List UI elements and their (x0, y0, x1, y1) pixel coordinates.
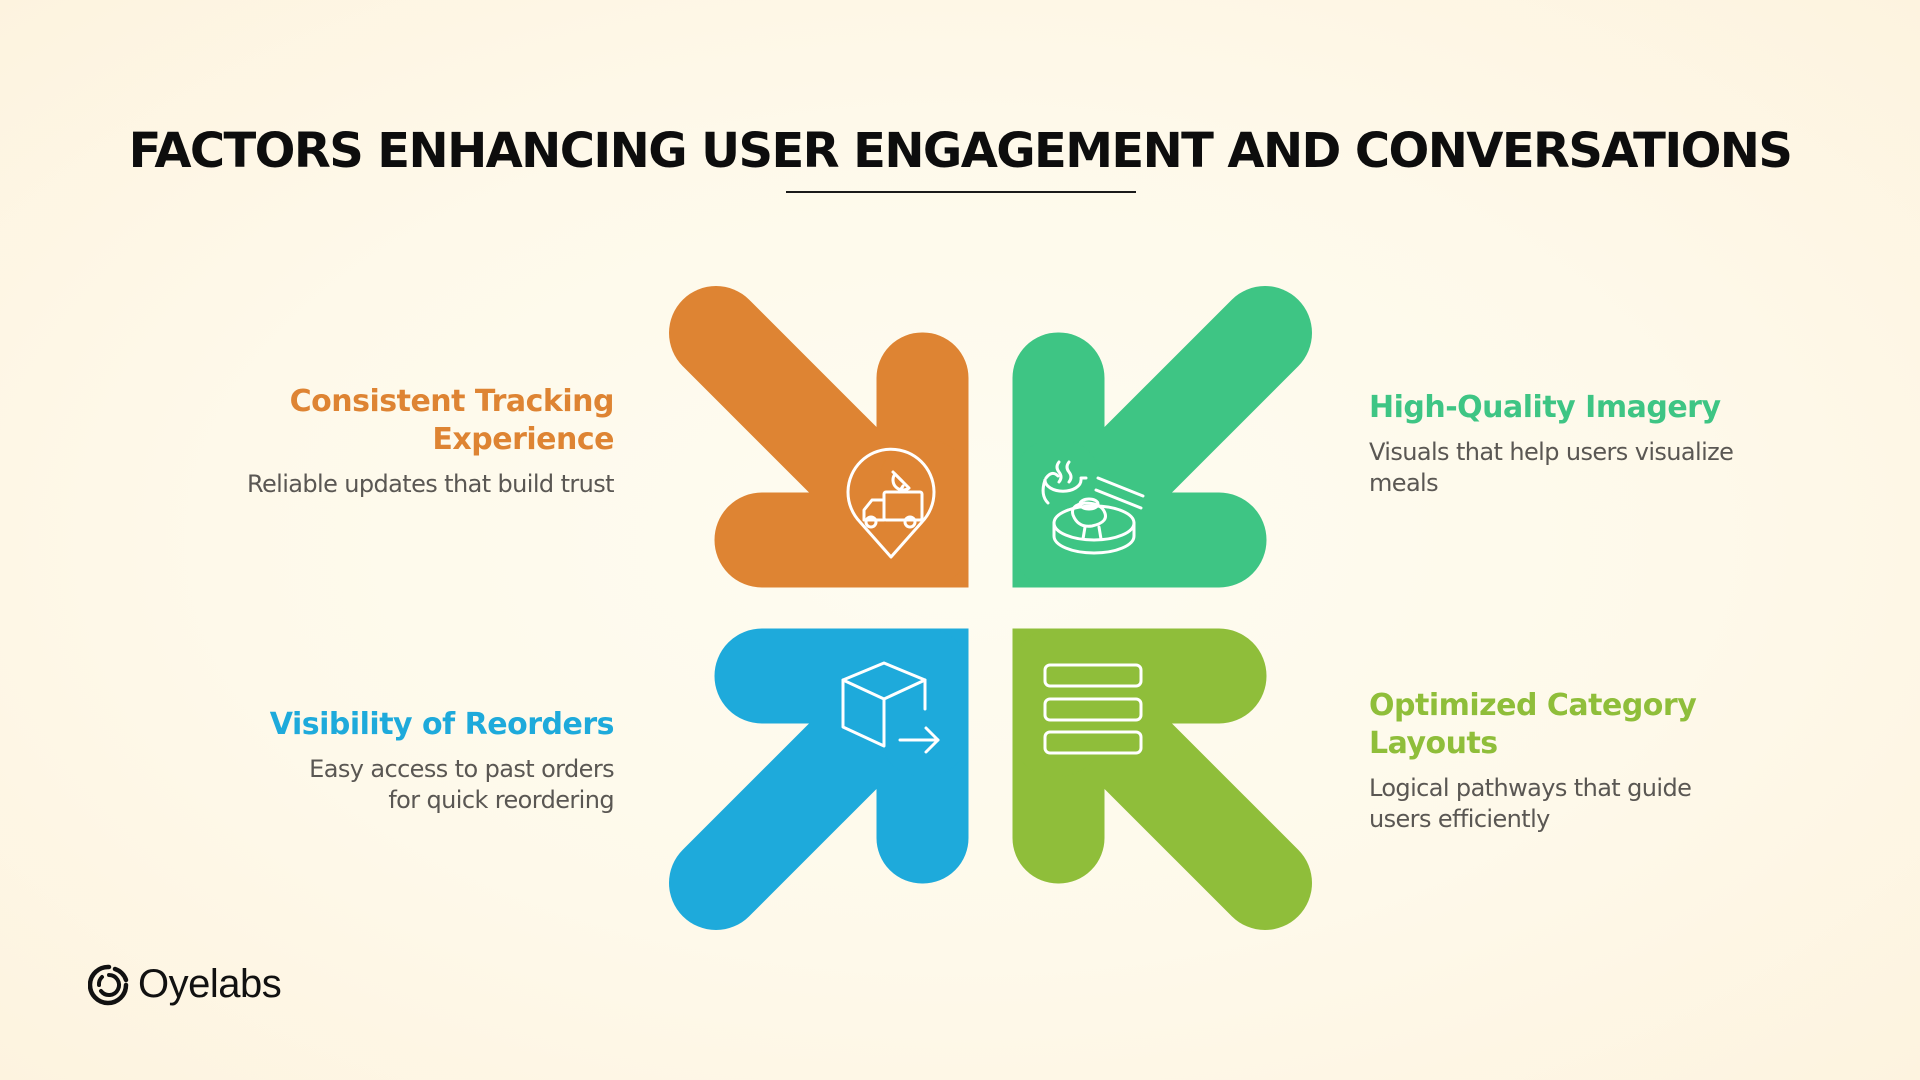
factor-heading-line: Optimized Category (1369, 688, 1697, 723)
factor-heading: High-Quality Imagery (1369, 390, 1721, 425)
brand-logo: Oyelabs (88, 962, 282, 1007)
factor-high-quality-imagery: High-Quality Imagery Visuals that help u… (1369, 389, 1789, 499)
oyelabs-logo-icon (88, 964, 129, 1005)
arrow-bottom-left (715, 629, 968, 883)
title-underline (786, 191, 1136, 193)
factor-description: Logical pathways that guide users effici… (1369, 774, 1692, 833)
brand-name: Oyelabs (138, 962, 282, 1006)
arrow-top-right (1013, 333, 1266, 587)
factor-description: Reliable updates that build trust (246, 470, 615, 498)
factor-consistent-tracking: Consistent Tracking Experience Reliable … (174, 383, 615, 500)
factor-description-line: for quick reordering (388, 786, 614, 814)
factor-description-line: Easy access to past orders (309, 755, 614, 783)
factor-description: Visuals that help users visualize meals (1369, 438, 1734, 497)
factor-optimized-category-layouts: Optimized Category Layouts Logical pathw… (1369, 687, 1789, 835)
factor-description: Easy access to past orders for quick reo… (174, 754, 614, 816)
list-layout-icon (1043, 663, 1143, 755)
page-title: FACTORS ENHANCING USER ENGAGEMENT AND CO… (128, 123, 1793, 179)
factor-heading-line: Experience (432, 422, 614, 457)
factor-visibility-of-reorders: Visibility of Reorders Easy access to pa… (174, 706, 615, 816)
factor-heading: Visibility of Reorders (269, 707, 615, 742)
factor-heading: Optimized Category Layouts (1369, 687, 1789, 763)
factor-heading: Consistent Tracking Experience (174, 383, 615, 459)
arrow-top-left (715, 333, 968, 587)
delivery-truck-location-pin-icon (846, 447, 936, 559)
box-arrow-icon (841, 661, 940, 754)
food-dish-icon (1041, 460, 1145, 555)
factor-heading-line: Layouts (1369, 726, 1498, 761)
factor-heading-line: Consistent Tracking (289, 384, 615, 419)
